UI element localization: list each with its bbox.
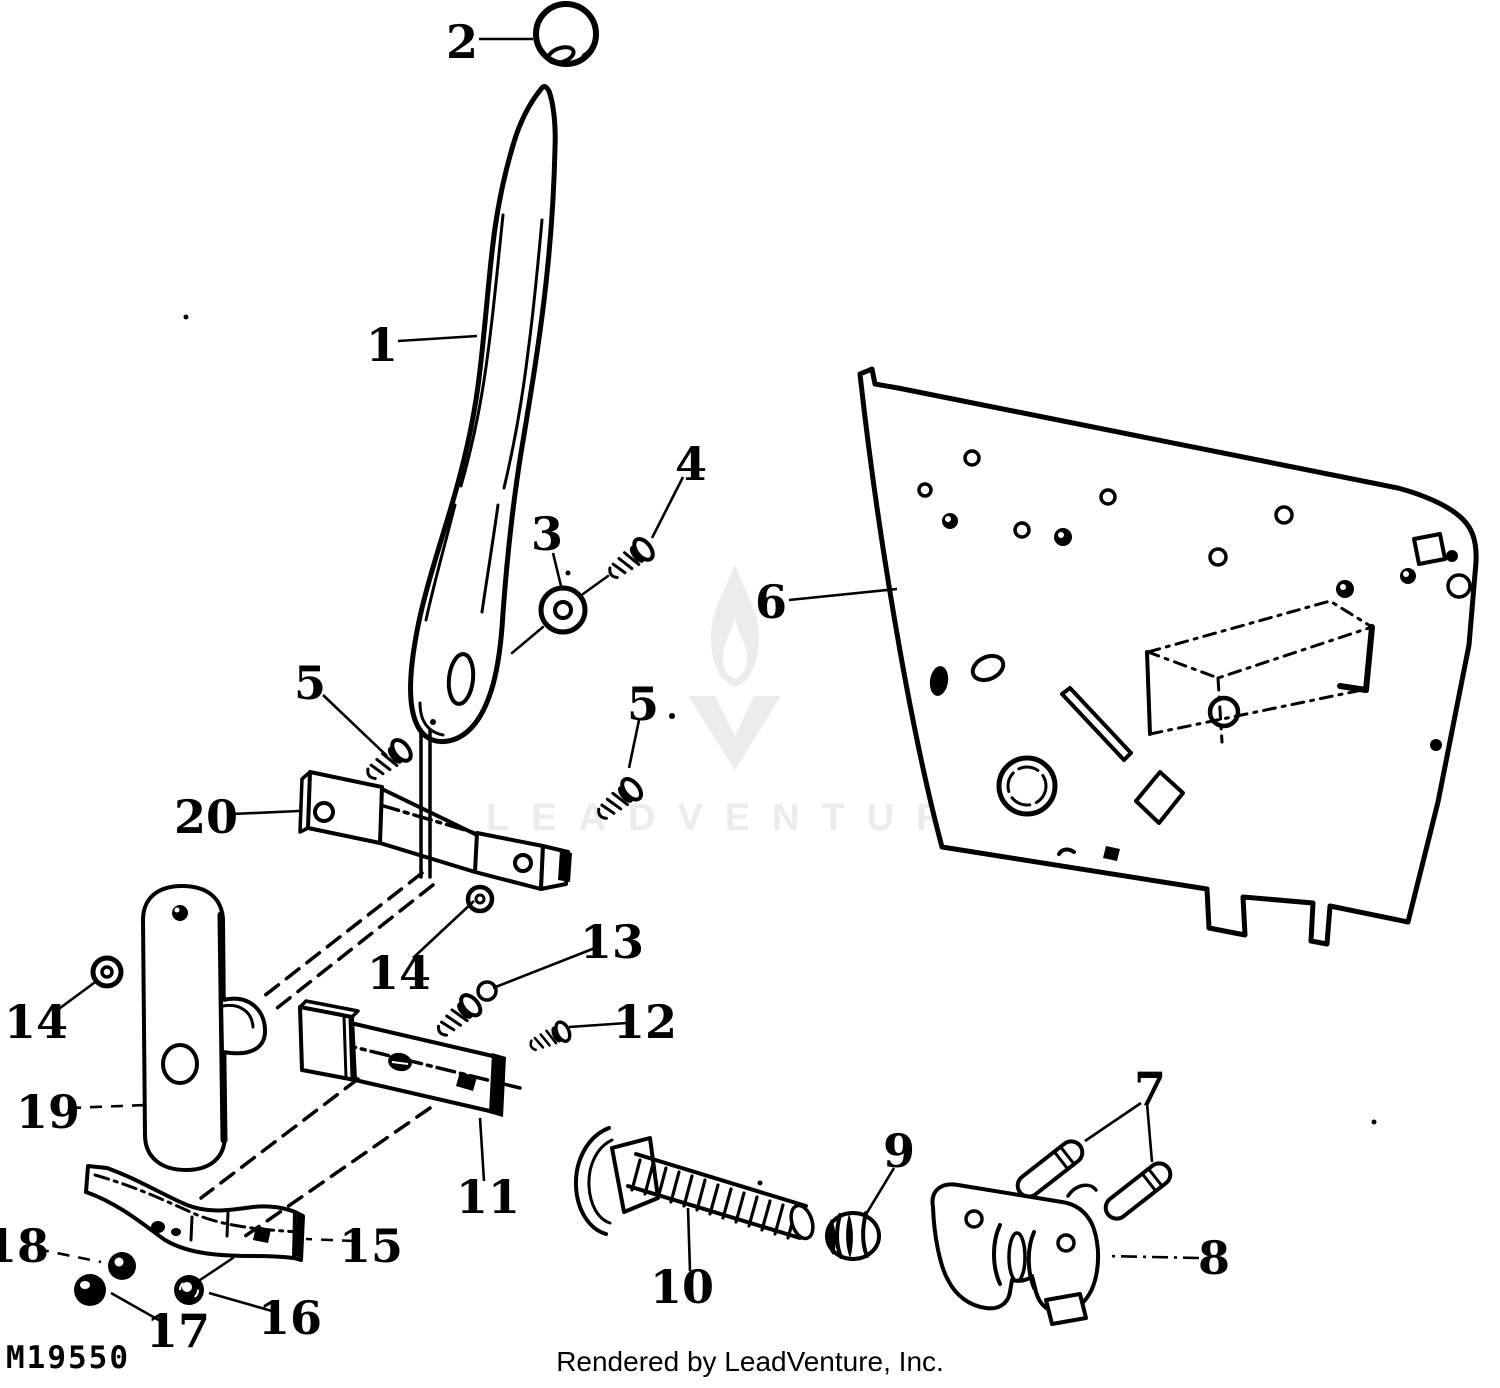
- panel-grommet: [996, 755, 1058, 817]
- callout-1: 1: [366, 318, 398, 372]
- panel-slot: [1060, 686, 1133, 762]
- callout-leader-10: [686, 1207, 692, 1272]
- shift-lever: [408, 84, 558, 879]
- callout-leader-17: [110, 1291, 165, 1325]
- side-strap: [141, 884, 268, 1172]
- washer-3: [510, 574, 610, 655]
- knob: [533, 1, 599, 67]
- callout-leader-5: [627, 719, 641, 769]
- callout-leader-15: [305, 1237, 355, 1243]
- callout-17: 17: [146, 1304, 210, 1358]
- callout-leader-7: [1084, 1101, 1142, 1143]
- callout-12: 12: [613, 995, 677, 1049]
- callout-leader-5: [322, 694, 388, 757]
- callout-7: 7: [1134, 1062, 1166, 1116]
- callout-leader-4: [650, 476, 685, 539]
- callout-18: 18: [0, 1219, 49, 1273]
- callout-leader-14: [412, 900, 475, 959]
- pivot-bracket-upper: [298, 770, 572, 891]
- callout-13: 13: [580, 915, 644, 969]
- hidden-rod-lines: [199, 871, 435, 1241]
- bolt-12: [525, 1018, 575, 1058]
- callout-leader-19: [68, 1103, 147, 1110]
- callout-leader-1: [397, 334, 478, 343]
- callout-2: 2: [446, 15, 478, 69]
- callout-16: 16: [258, 1291, 322, 1345]
- lower-link: [298, 999, 522, 1117]
- callout-leader-20: [231, 809, 300, 816]
- panel-rivets: [942, 513, 1458, 751]
- mounting-bracket: [930, 1182, 1101, 1326]
- callout-leader-8: [1105, 1254, 1200, 1260]
- pin-7b: [1099, 1156, 1177, 1226]
- footer-credit: Rendered by LeadVenture, Inc.: [556, 1346, 944, 1377]
- washer-14-mid: [465, 884, 495, 914]
- nut-16: [174, 1256, 235, 1305]
- panel-support-box: [1145, 599, 1375, 744]
- callout-19: 19: [16, 1085, 80, 1139]
- callout-5: 5: [627, 677, 659, 731]
- callout-5: 5: [294, 656, 326, 710]
- callout-leader-18: [36, 1247, 102, 1264]
- callout-4: 4: [675, 437, 707, 491]
- callout-leader-6: [788, 587, 898, 602]
- panel-square-hole: [1412, 532, 1447, 566]
- callout-3: 3: [531, 507, 563, 561]
- callout-14: 14: [4, 995, 68, 1049]
- screw-13: [430, 989, 486, 1044]
- callout-leader-9: [863, 1167, 896, 1217]
- callout-20: 20: [174, 790, 238, 844]
- callout-10: 10: [650, 1260, 714, 1314]
- callout-leader-12: [568, 1021, 628, 1029]
- screw-5-right: [590, 773, 647, 827]
- flanged-nut-9: [825, 1211, 881, 1261]
- watermark-text: LEADVENTURE: [486, 797, 1014, 839]
- callout-leader-11: [478, 1117, 486, 1182]
- screw-5-left: [359, 734, 417, 788]
- callout-9: 9: [883, 1124, 915, 1178]
- washer-14-left: [90, 955, 124, 989]
- callout-15: 15: [339, 1219, 403, 1273]
- callout-11: 11: [456, 1170, 520, 1224]
- lower-clamp: [84, 1164, 305, 1262]
- callout-8: 8: [1198, 1231, 1230, 1285]
- callout-6: 6: [755, 575, 787, 629]
- screw-4: [601, 533, 659, 587]
- screw-13-tip: [476, 980, 498, 1002]
- callout-14: 14: [367, 946, 431, 1000]
- nut-17: [74, 1274, 106, 1306]
- callout-leader-13: [492, 946, 596, 990]
- scan-specks: [183, 314, 1377, 1186]
- callout-leader-14: [55, 978, 99, 1013]
- panel-rect-hole: [1134, 770, 1185, 825]
- nut-18: [108, 1252, 136, 1280]
- callout-leader-7: [1145, 1102, 1154, 1163]
- drawing-number: M19550: [6, 1340, 130, 1376]
- leadventure-flame-v-logo: [688, 564, 781, 770]
- callout-leader-16: [208, 1291, 273, 1313]
- callout-leader-3: [551, 552, 563, 587]
- console-panel: [857, 366, 1479, 947]
- pin-7a: [1011, 1134, 1089, 1204]
- carriage-bolt: [573, 1126, 815, 1241]
